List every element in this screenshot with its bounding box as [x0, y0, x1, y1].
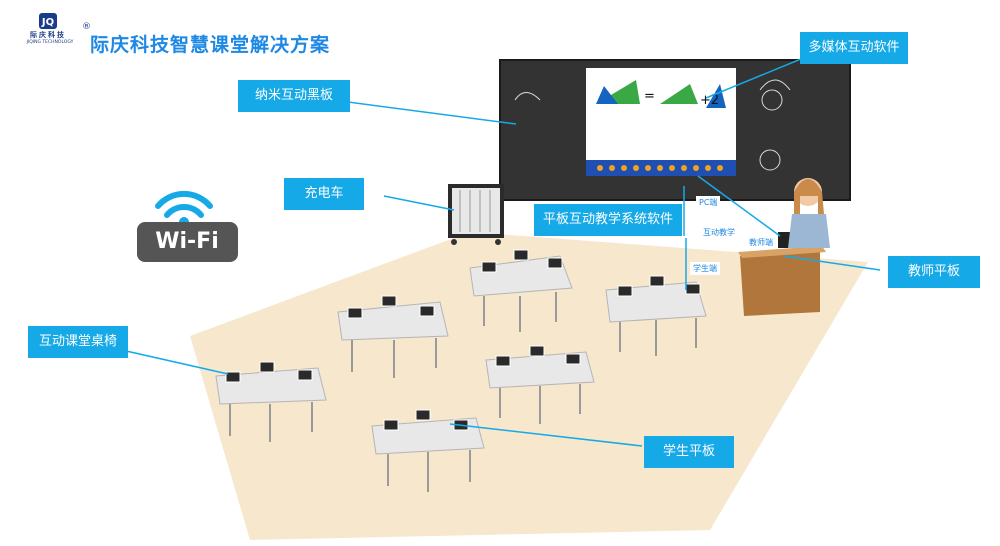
- svg-text:=: =: [644, 89, 655, 104]
- teacher-desk-illustration: [738, 178, 830, 316]
- tag-interactive-teaching: 互动教学: [700, 226, 738, 239]
- label-nano-blackboard: 纳米互动黑板: [238, 80, 350, 112]
- logo-en-text: JIQING TECHNOLOGY: [26, 40, 74, 45]
- logo-cn-text: 际庆科技: [30, 31, 66, 39]
- wifi-text: Wi-Fi: [155, 229, 219, 254]
- tag-student-end: 学生端: [690, 262, 720, 275]
- tag-pc-end: PC端: [696, 196, 721, 209]
- logo-registered-mark: ®: [82, 22, 91, 32]
- label-student-tablet: 学生平板: [644, 436, 734, 468]
- label-tablet-teaching-software: 平板互动教学系统软件: [534, 204, 682, 236]
- nano-blackboard-illustration: = +2: [499, 59, 851, 201]
- charging-cart-illustration: [448, 184, 504, 245]
- wifi-icon: [137, 190, 238, 262]
- label-multimedia-software: 多媒体互动软件: [800, 32, 908, 64]
- label-charging-cart: 充电车: [284, 178, 364, 210]
- student-desk-legs: [229, 292, 697, 492]
- label-interactive-desk: 互动课堂桌椅: [28, 326, 128, 358]
- label-teacher-tablet: 教师平板: [888, 256, 980, 288]
- logo-emblem-icon: JQ: [39, 13, 57, 29]
- svg-text:+2: +2: [700, 93, 719, 108]
- tag-teacher-end: 教师端: [746, 236, 776, 249]
- page-title: 际庆科技智慧课堂解决方案: [90, 34, 331, 56]
- company-logo: JQ 际庆科技 JIQING TECHNOLOGY ®: [22, 12, 91, 50]
- svg-text:JQ: JQ: [41, 17, 54, 28]
